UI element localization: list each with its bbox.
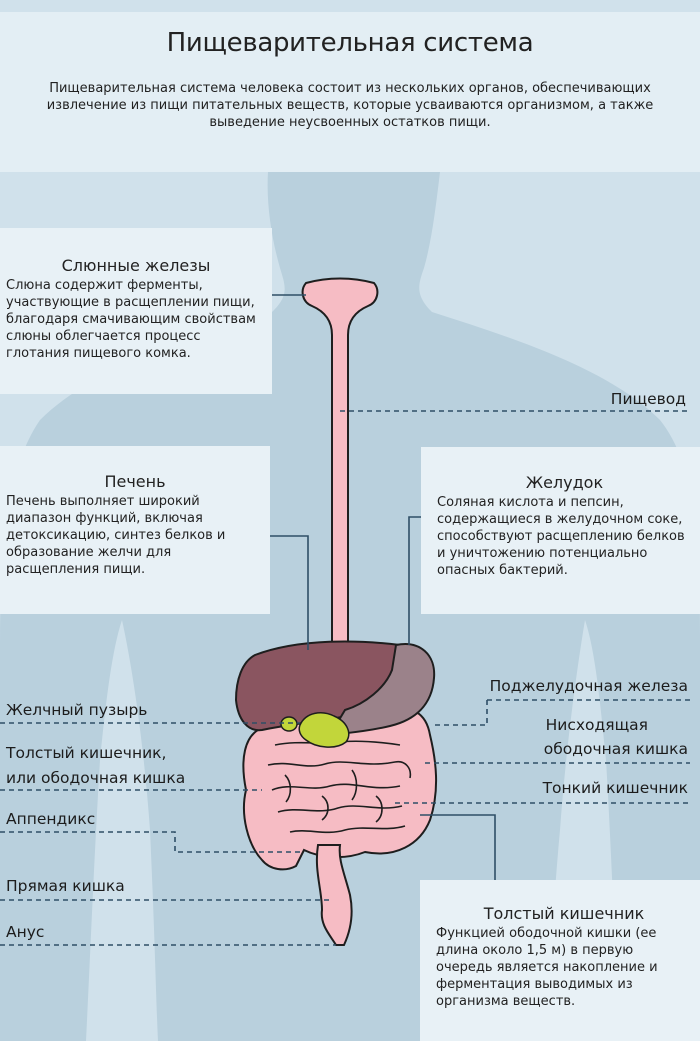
esophagus-organ [301, 277, 379, 651]
salivary-glands-text: Слюна содержит ферменты, участвующие в р… [6, 278, 256, 361]
colon-text: Функцией ободочной кишки (ее длина около… [436, 926, 658, 1009]
stomach-box: Желудок Соляная кислота и пепсин, содерж… [421, 447, 700, 614]
gallbladder-organ [280, 712, 350, 748]
label-large-intestine-2: или ободочная кишка [6, 769, 186, 787]
label-appendix: Аппендикс [6, 810, 96, 828]
label-large-intestine-1: Толстый кишечник, [6, 744, 167, 762]
colon-title: Толстый кишечник [483, 904, 645, 923]
stomach-organ [328, 643, 436, 737]
leader-lines [0, 294, 690, 946]
intro-text: Пищеварительная система человека состоит… [46, 81, 654, 130]
liver-box: Печень Печень выполняет широкий диапазон… [0, 446, 270, 614]
salivary-glands-title: Слюнные железы [61, 256, 211, 275]
label-descending-colon-1: Нисходящая [545, 716, 648, 734]
label-pancreas: Поджелудочная железа [489, 677, 688, 695]
liver-text: Печень выполняет широкий диапазон функци… [6, 494, 226, 577]
label-gallbladder: Желчный пузырь [6, 701, 148, 719]
label-small-intestine: Тонкий кишечник [542, 779, 688, 797]
page-title: Пищеварительная система [166, 28, 534, 58]
header-panel [0, 12, 700, 172]
label-esophagus: Пищевод [610, 390, 686, 408]
label-rectum: Прямая кишка [6, 877, 125, 895]
stomach-text: Соляная кислота и пепсин, содержащиеся в… [437, 495, 685, 578]
label-descending-colon-2: ободочная кишка [543, 740, 688, 758]
liver-title: Печень [104, 472, 166, 491]
stomach-title: Желудок [525, 473, 604, 492]
salivary-glands-box: Слюнные железы Слюна содержит ферменты, … [0, 228, 272, 394]
label-anus: Анус [6, 923, 45, 941]
colon-box: Толстый кишечник Функцией ободочной кишк… [420, 880, 700, 1041]
